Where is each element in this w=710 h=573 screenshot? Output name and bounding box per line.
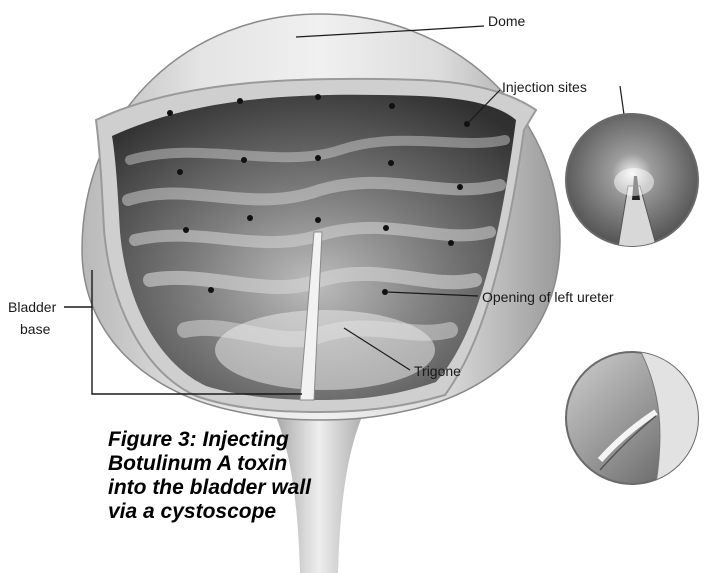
label-injection-sites: Injection sites [502,80,587,94]
label-bladder-base-2: base [20,322,50,336]
caption-line-1: Figure 3: Injecting [108,428,308,452]
inset-cystoscope-view [566,114,698,260]
caption-line-3: into the bladder wall [108,476,308,500]
figure-caption: Figure 3: Injecting Botulinum A toxin in… [108,428,308,524]
label-opening-left-ureter: Opening of left ureter [482,290,614,304]
caption-line-4: via a cystoscope [108,500,308,524]
inset-wall-section [566,350,700,490]
label-bladder-base-1: Bladder [8,300,56,314]
trigone-region [215,310,435,390]
caption-line-2: Botulinum A toxin [108,452,308,476]
label-trigone: Trigone [414,364,461,378]
label-dome: Dome [488,14,525,28]
